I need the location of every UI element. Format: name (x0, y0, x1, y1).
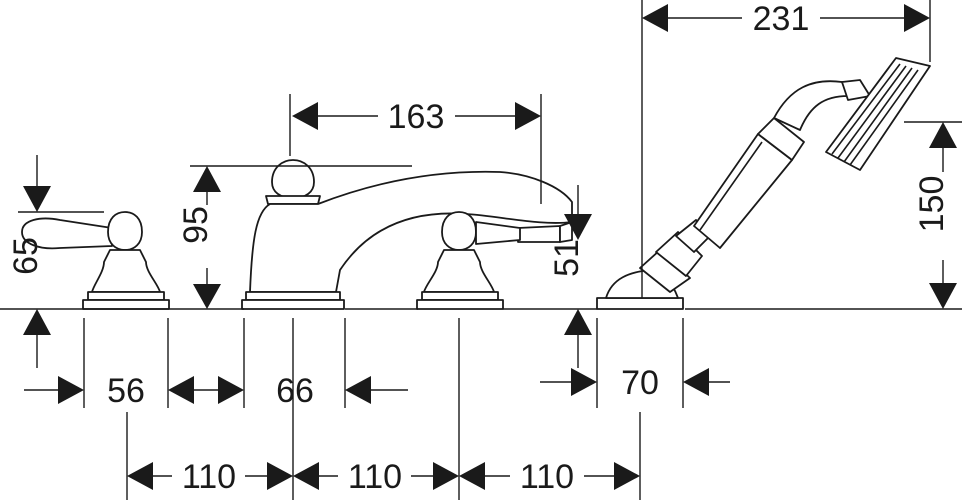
dim-label-163: 163 (388, 98, 445, 136)
dim-label-110-a: 110 (182, 458, 236, 496)
dim-label-110-c: 110 (520, 458, 574, 496)
dimension-56: 56 (24, 372, 194, 410)
central-spout (241, 159, 573, 310)
dimension-163: 163 (292, 98, 541, 136)
dimension-65: 65 (7, 155, 51, 368)
dim-label-56: 56 (107, 372, 145, 410)
dim-label-95: 95 (177, 206, 215, 244)
dimension-150: 150 (913, 122, 957, 309)
dim-label-70: 70 (621, 364, 659, 402)
dim-label-231: 231 (753, 0, 810, 38)
dim-label-51: 51 (548, 239, 586, 277)
dim-label-66: 66 (276, 372, 314, 410)
dimension-110-c: 110 (459, 458, 640, 496)
dimension-51: 51 (548, 185, 592, 368)
dimension-110-a: 110 (127, 458, 293, 496)
dimension-70: 70 (540, 364, 730, 402)
dimension-95: 95 (177, 166, 221, 309)
right-valve (416, 211, 521, 310)
hand-shower (596, 57, 931, 310)
dim-label-110-b: 110 (348, 458, 402, 496)
dimension-231: 231 (642, 0, 930, 38)
dim-label-150: 150 (913, 176, 951, 233)
dimension-66: 66 (194, 372, 408, 410)
dimension-110-b: 110 (293, 458, 459, 496)
dim-label-65: 65 (7, 237, 45, 275)
